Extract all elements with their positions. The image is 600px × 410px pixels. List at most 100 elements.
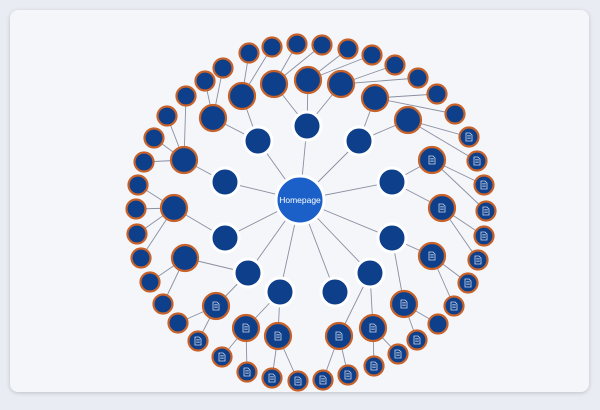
document-icon (294, 376, 302, 386)
leaf-node[interactable] (337, 364, 359, 386)
leaf-node[interactable] (133, 151, 155, 173)
section-node[interactable] (263, 321, 293, 351)
leaf-node[interactable] (311, 34, 333, 56)
leaf-node[interactable] (238, 42, 260, 64)
category-node[interactable] (242, 125, 274, 157)
leaf-node[interactable] (312, 369, 334, 391)
section-node[interactable] (169, 145, 199, 175)
document-icon (218, 352, 226, 362)
leaf-node[interactable] (457, 272, 479, 294)
leaf-node[interactable] (286, 33, 308, 55)
section-node[interactable] (393, 105, 423, 135)
section-node[interactable] (326, 69, 356, 99)
leaf-node[interactable] (467, 249, 489, 271)
leaf-node[interactable] (194, 70, 216, 92)
leaf-node[interactable] (443, 295, 465, 317)
category-node[interactable] (319, 276, 351, 308)
hub-node[interactable]: Homepage (274, 174, 326, 226)
nodes (125, 33, 497, 392)
document-icon (344, 370, 352, 380)
document-icon (464, 278, 472, 288)
leaf-node[interactable] (187, 330, 209, 352)
leaf-node[interactable] (473, 174, 495, 196)
leaf-node[interactable] (130, 247, 152, 269)
document-icon (274, 331, 282, 341)
document-icon (394, 349, 402, 359)
leaf-node[interactable] (444, 103, 466, 125)
leaf-node[interactable] (143, 127, 165, 149)
leaf-node[interactable] (384, 54, 406, 76)
category-node[interactable] (291, 110, 323, 142)
document-icon (473, 156, 481, 166)
leaf-node[interactable] (127, 174, 149, 196)
category-node[interactable] (376, 222, 408, 254)
leaf-node[interactable] (156, 105, 178, 127)
document-icon (242, 323, 250, 333)
section-node[interactable] (231, 313, 261, 343)
document-icon (428, 155, 436, 165)
section-node[interactable] (198, 103, 228, 133)
leaf-node[interactable] (211, 346, 233, 368)
document-icon (438, 203, 446, 213)
leaf-node[interactable] (466, 150, 488, 172)
leaf-node[interactable] (125, 198, 147, 220)
section-node[interactable] (170, 243, 200, 273)
document-icon (413, 335, 421, 345)
section-node[interactable] (389, 289, 419, 319)
leaf-node[interactable] (361, 44, 383, 66)
document-icon (465, 132, 473, 142)
leaf-node[interactable] (407, 67, 429, 89)
leaf-node[interactable] (427, 313, 449, 335)
leaf-node[interactable] (139, 271, 161, 293)
category-node[interactable] (354, 257, 386, 289)
section-node[interactable] (293, 65, 323, 95)
site-map-diagram: Homepage (125, 33, 497, 392)
section-node[interactable] (417, 241, 447, 271)
leaf-node[interactable] (458, 126, 480, 148)
section-node[interactable] (324, 321, 354, 351)
document-icon (319, 375, 327, 385)
leaf-node[interactable] (175, 85, 197, 107)
leaf-node[interactable] (406, 329, 428, 351)
document-icon (370, 361, 378, 371)
category-node[interactable] (209, 222, 241, 254)
section-node[interactable] (360, 83, 390, 113)
document-icon (480, 180, 488, 190)
category-node[interactable] (376, 166, 408, 198)
leaf-node[interactable] (475, 200, 497, 222)
section-node[interactable] (227, 81, 257, 111)
category-node[interactable] (232, 257, 264, 289)
leaf-node[interactable] (236, 361, 258, 383)
leaf-node[interactable] (167, 312, 189, 334)
section-node[interactable] (358, 313, 388, 343)
leaf-node[interactable] (126, 223, 148, 245)
leaf-node[interactable] (337, 38, 359, 60)
leaf-node[interactable] (212, 57, 234, 79)
leaf-node[interactable] (363, 355, 385, 377)
category-node[interactable] (264, 276, 296, 308)
leaf-node[interactable] (287, 370, 309, 392)
document-icon (428, 251, 436, 261)
diagram-canvas: Homepage (10, 10, 589, 392)
category-node[interactable] (343, 125, 375, 157)
document-icon (480, 231, 488, 241)
document-icon (450, 301, 458, 311)
leaf-node[interactable] (152, 293, 174, 315)
leaf-node[interactable] (261, 367, 283, 389)
document-icon (243, 367, 251, 377)
document-icon (474, 255, 482, 265)
leaf-node[interactable] (473, 225, 495, 247)
leaf-node[interactable] (426, 83, 448, 105)
leaf-node[interactable] (387, 343, 409, 365)
document-icon (268, 373, 276, 383)
category-node[interactable] (209, 166, 241, 198)
document-icon (212, 301, 220, 311)
section-node[interactable] (159, 193, 189, 223)
section-node[interactable] (201, 291, 231, 321)
hub-circle (274, 174, 326, 226)
leaf-node[interactable] (261, 36, 283, 58)
hub-label: Homepage (279, 195, 321, 205)
section-node[interactable] (417, 145, 447, 175)
section-node[interactable] (427, 193, 457, 223)
section-node[interactable] (259, 69, 289, 99)
